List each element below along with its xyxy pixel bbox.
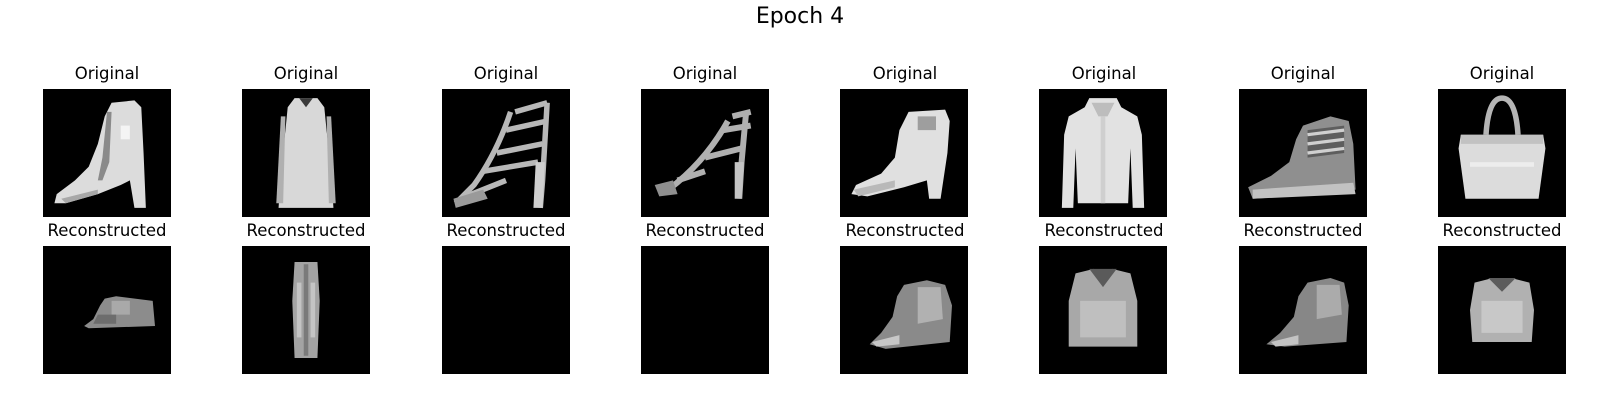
original-title-7: Original [1270, 64, 1336, 83]
blank-image [442, 246, 570, 374]
reconstructed-title-2: Reconstructed [246, 221, 366, 240]
figure-title: Epoch 4 [755, 4, 845, 29]
reconstructed-title-4: Reconstructed [645, 221, 765, 240]
trouser-blur-image [242, 246, 370, 374]
reconstructed-image-8 [1438, 246, 1566, 374]
top-blur-image [1039, 246, 1167, 374]
original-image-5 [840, 89, 968, 217]
reconstructed-image-1 [43, 246, 171, 374]
ankle-boot-image [43, 89, 171, 217]
reconstructed-title-6: Reconstructed [1044, 221, 1164, 240]
original-image-1 [43, 89, 171, 217]
sandal-image [641, 89, 769, 217]
reconstructed-title-1: Reconstructed [47, 221, 167, 240]
reconstructed-image-6 [1039, 246, 1167, 374]
reconstructed-image-4 [641, 246, 769, 374]
jacket-image [1039, 89, 1167, 217]
reconstructed-title-8: Reconstructed [1442, 221, 1562, 240]
original-title-4: Original [672, 64, 738, 83]
original-image-7 [1239, 89, 1367, 217]
shoe-blur-image [43, 246, 171, 374]
reconstructed-title-3: Reconstructed [446, 221, 566, 240]
dress-image [242, 89, 370, 217]
original-title-2: Original [273, 64, 339, 83]
original-title-8: Original [1469, 64, 1535, 83]
reconstructed-image-3 [442, 246, 570, 374]
reconstructed-image-5 [840, 246, 968, 374]
boot-image [1239, 89, 1367, 217]
original-title-1: Original [74, 64, 140, 83]
original-image-2 [242, 89, 370, 217]
reconstructed-image-2 [242, 246, 370, 374]
original-image-8 [1438, 89, 1566, 217]
reconstructed-title-5: Reconstructed [845, 221, 965, 240]
original-image-3 [442, 89, 570, 217]
original-title-6: Original [1071, 64, 1137, 83]
original-title-3: Original [473, 64, 539, 83]
ankle-boot-image [840, 89, 968, 217]
top-blur-image [1438, 246, 1566, 374]
original-title-5: Original [872, 64, 938, 83]
reconstructed-image-7 [1239, 246, 1367, 374]
reconstructed-title-7: Reconstructed [1243, 221, 1363, 240]
bag-image [1438, 89, 1566, 217]
blank-image [641, 246, 769, 374]
original-image-6 [1039, 89, 1167, 217]
original-image-4 [641, 89, 769, 217]
strappy-sandal-image [442, 89, 570, 217]
shoe-blur-image [840, 246, 968, 374]
shoe-blur-image [1239, 246, 1367, 374]
